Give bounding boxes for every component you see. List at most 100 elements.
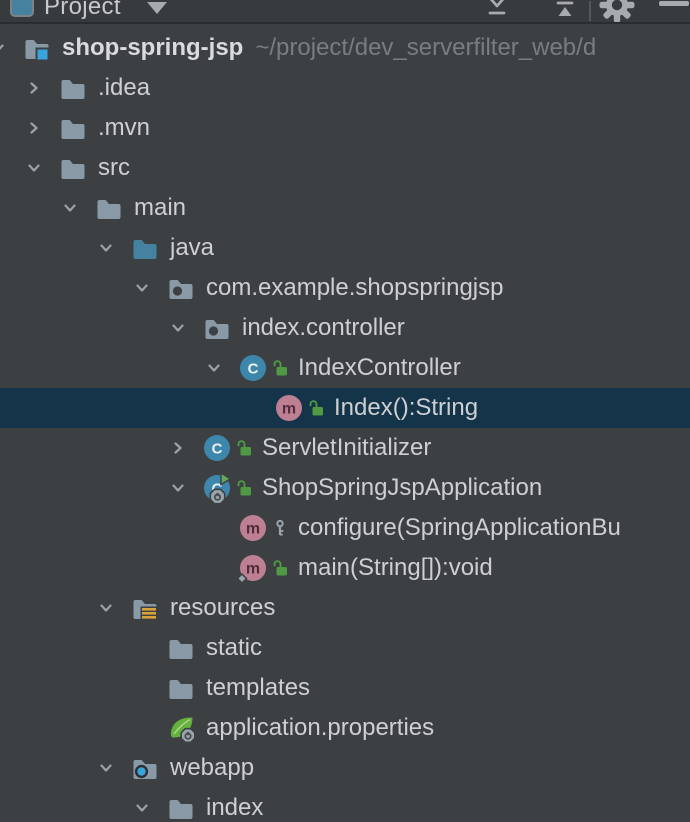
chevron-down-icon[interactable] xyxy=(134,788,166,822)
gear-icon xyxy=(599,0,635,22)
tree-row-path: ~/project/dev_serverfilter_web/d xyxy=(255,34,597,61)
tree-row-label: java xyxy=(170,234,215,261)
tree-row[interactable]: shop-spring-jsp ~/project/dev_serverfilte… xyxy=(0,28,690,68)
svg-text:C: C xyxy=(212,440,223,457)
tree-row-label: static xyxy=(206,634,263,661)
tree-row[interactable]: .idea xyxy=(0,68,690,108)
tree-row[interactable]: application.properties xyxy=(0,708,690,748)
spring-file-icon xyxy=(166,713,196,743)
tool-window-title: Project xyxy=(44,0,121,20)
expand-all-icon xyxy=(488,0,506,15)
chevron-down-icon[interactable] xyxy=(0,28,22,68)
indent-spacer xyxy=(0,408,252,409)
tree-row[interactable]: index.controller xyxy=(0,308,690,348)
project-tool-window-icon xyxy=(10,0,34,17)
indent-spacer xyxy=(0,448,180,449)
chevron-down-icon[interactable] xyxy=(98,748,130,788)
folder-web-icon xyxy=(130,753,160,783)
tree-row[interactable]: java xyxy=(0,228,690,268)
chevron-right-icon[interactable] xyxy=(26,108,58,148)
unlocked-icon xyxy=(272,359,288,377)
project-file-tree: shop-spring-jsp ~/project/dev_serverfilte… xyxy=(0,26,690,822)
indent-spacer xyxy=(0,328,180,329)
tree-row[interactable]: C ShopSpringJspApplication xyxy=(0,468,690,508)
tree-row[interactable]: .mvn xyxy=(0,108,690,148)
chevron-right-icon[interactable] xyxy=(170,428,202,468)
tool-window-header: Project xyxy=(0,0,690,24)
tree-row-label: .mvn xyxy=(98,114,151,141)
svg-text:C: C xyxy=(248,360,259,377)
class-run-icon: C xyxy=(202,473,232,503)
indent-spacer xyxy=(0,808,144,809)
method-icon: m xyxy=(238,513,268,543)
folder-source-icon xyxy=(130,233,160,263)
tree-row[interactable]: C IndexController xyxy=(0,348,690,388)
tree-row-label: IndexController xyxy=(298,354,461,381)
collapse-all-button[interactable] xyxy=(551,0,579,20)
indent-spacer xyxy=(0,648,144,649)
folder-icon xyxy=(94,193,124,223)
unlocked-icon xyxy=(236,479,252,497)
folder-icon xyxy=(166,633,196,663)
tree-row-label: com.example.shopspringjsp xyxy=(206,274,504,301)
indent-spacer xyxy=(0,768,108,769)
indent-spacer xyxy=(0,568,216,569)
tree-row[interactable]: static xyxy=(0,628,690,668)
chevron-right-icon[interactable] xyxy=(26,68,58,108)
class-icon: C xyxy=(202,433,232,463)
tree-row-label: index xyxy=(206,794,264,821)
indent-spacer xyxy=(0,248,108,249)
chevron-down-icon[interactable] xyxy=(98,228,130,268)
tree-row-label: ShopSpringJspApplication xyxy=(262,474,543,501)
folder-icon xyxy=(58,113,88,143)
tree-row-label: resources xyxy=(170,594,276,621)
svg-text:m: m xyxy=(282,401,296,418)
chevron-placeholder xyxy=(134,628,166,668)
tree-row-label: index.controller xyxy=(242,314,405,341)
unlocked-icon xyxy=(272,559,288,577)
chevron-placeholder xyxy=(206,548,238,588)
folder-icon xyxy=(58,153,88,183)
indent-spacer xyxy=(0,368,216,369)
chevron-down-icon[interactable] xyxy=(147,2,167,14)
expand-all-button[interactable] xyxy=(483,0,511,20)
chevron-down-icon[interactable] xyxy=(134,268,166,308)
chevron-down-icon[interactable] xyxy=(26,148,58,188)
collapse-all-icon xyxy=(556,1,574,16)
chevron-down-icon[interactable] xyxy=(170,468,202,508)
svg-text:m: m xyxy=(246,561,260,578)
indent-spacer xyxy=(0,528,216,529)
chevron-placeholder xyxy=(206,508,238,548)
chevron-down-icon[interactable] xyxy=(170,308,202,348)
folder-icon xyxy=(166,793,196,822)
tree-row-label: src xyxy=(98,154,130,181)
settings-button[interactable] xyxy=(598,0,636,22)
package-icon xyxy=(202,313,232,343)
chevron-placeholder xyxy=(134,708,166,748)
class-icon: C xyxy=(238,353,268,383)
indent-spacer xyxy=(0,608,108,609)
tree-row[interactable]: m configure(SpringApplicationBu xyxy=(0,508,690,548)
tree-row[interactable]: main xyxy=(0,188,690,228)
tree-row[interactable]: src xyxy=(0,148,690,188)
chevron-down-icon[interactable] xyxy=(62,188,94,228)
tree-row-label: configure(SpringApplicationBu xyxy=(298,514,621,541)
tree-row[interactable]: com.example.shopspringjsp xyxy=(0,268,690,308)
key-icon xyxy=(272,519,288,537)
hide-tool-window-button[interactable] xyxy=(659,1,689,6)
folder-icon xyxy=(58,73,88,103)
chevron-placeholder xyxy=(134,668,166,708)
tree-row-label: webapp xyxy=(170,754,255,781)
tree-row[interactable]: resources xyxy=(0,588,690,628)
tree-row[interactable]: templates xyxy=(0,668,690,708)
chevron-down-icon[interactable] xyxy=(206,348,238,388)
tree-row-label: application.properties xyxy=(206,714,435,741)
chevron-down-icon[interactable] xyxy=(98,588,130,628)
tree-row-label: shop-spring-jsp xyxy=(62,34,244,61)
tree-row[interactable]: webapp xyxy=(0,748,690,788)
tree-row[interactable]: index xyxy=(0,788,690,822)
method-static-icon: m xyxy=(238,553,268,583)
